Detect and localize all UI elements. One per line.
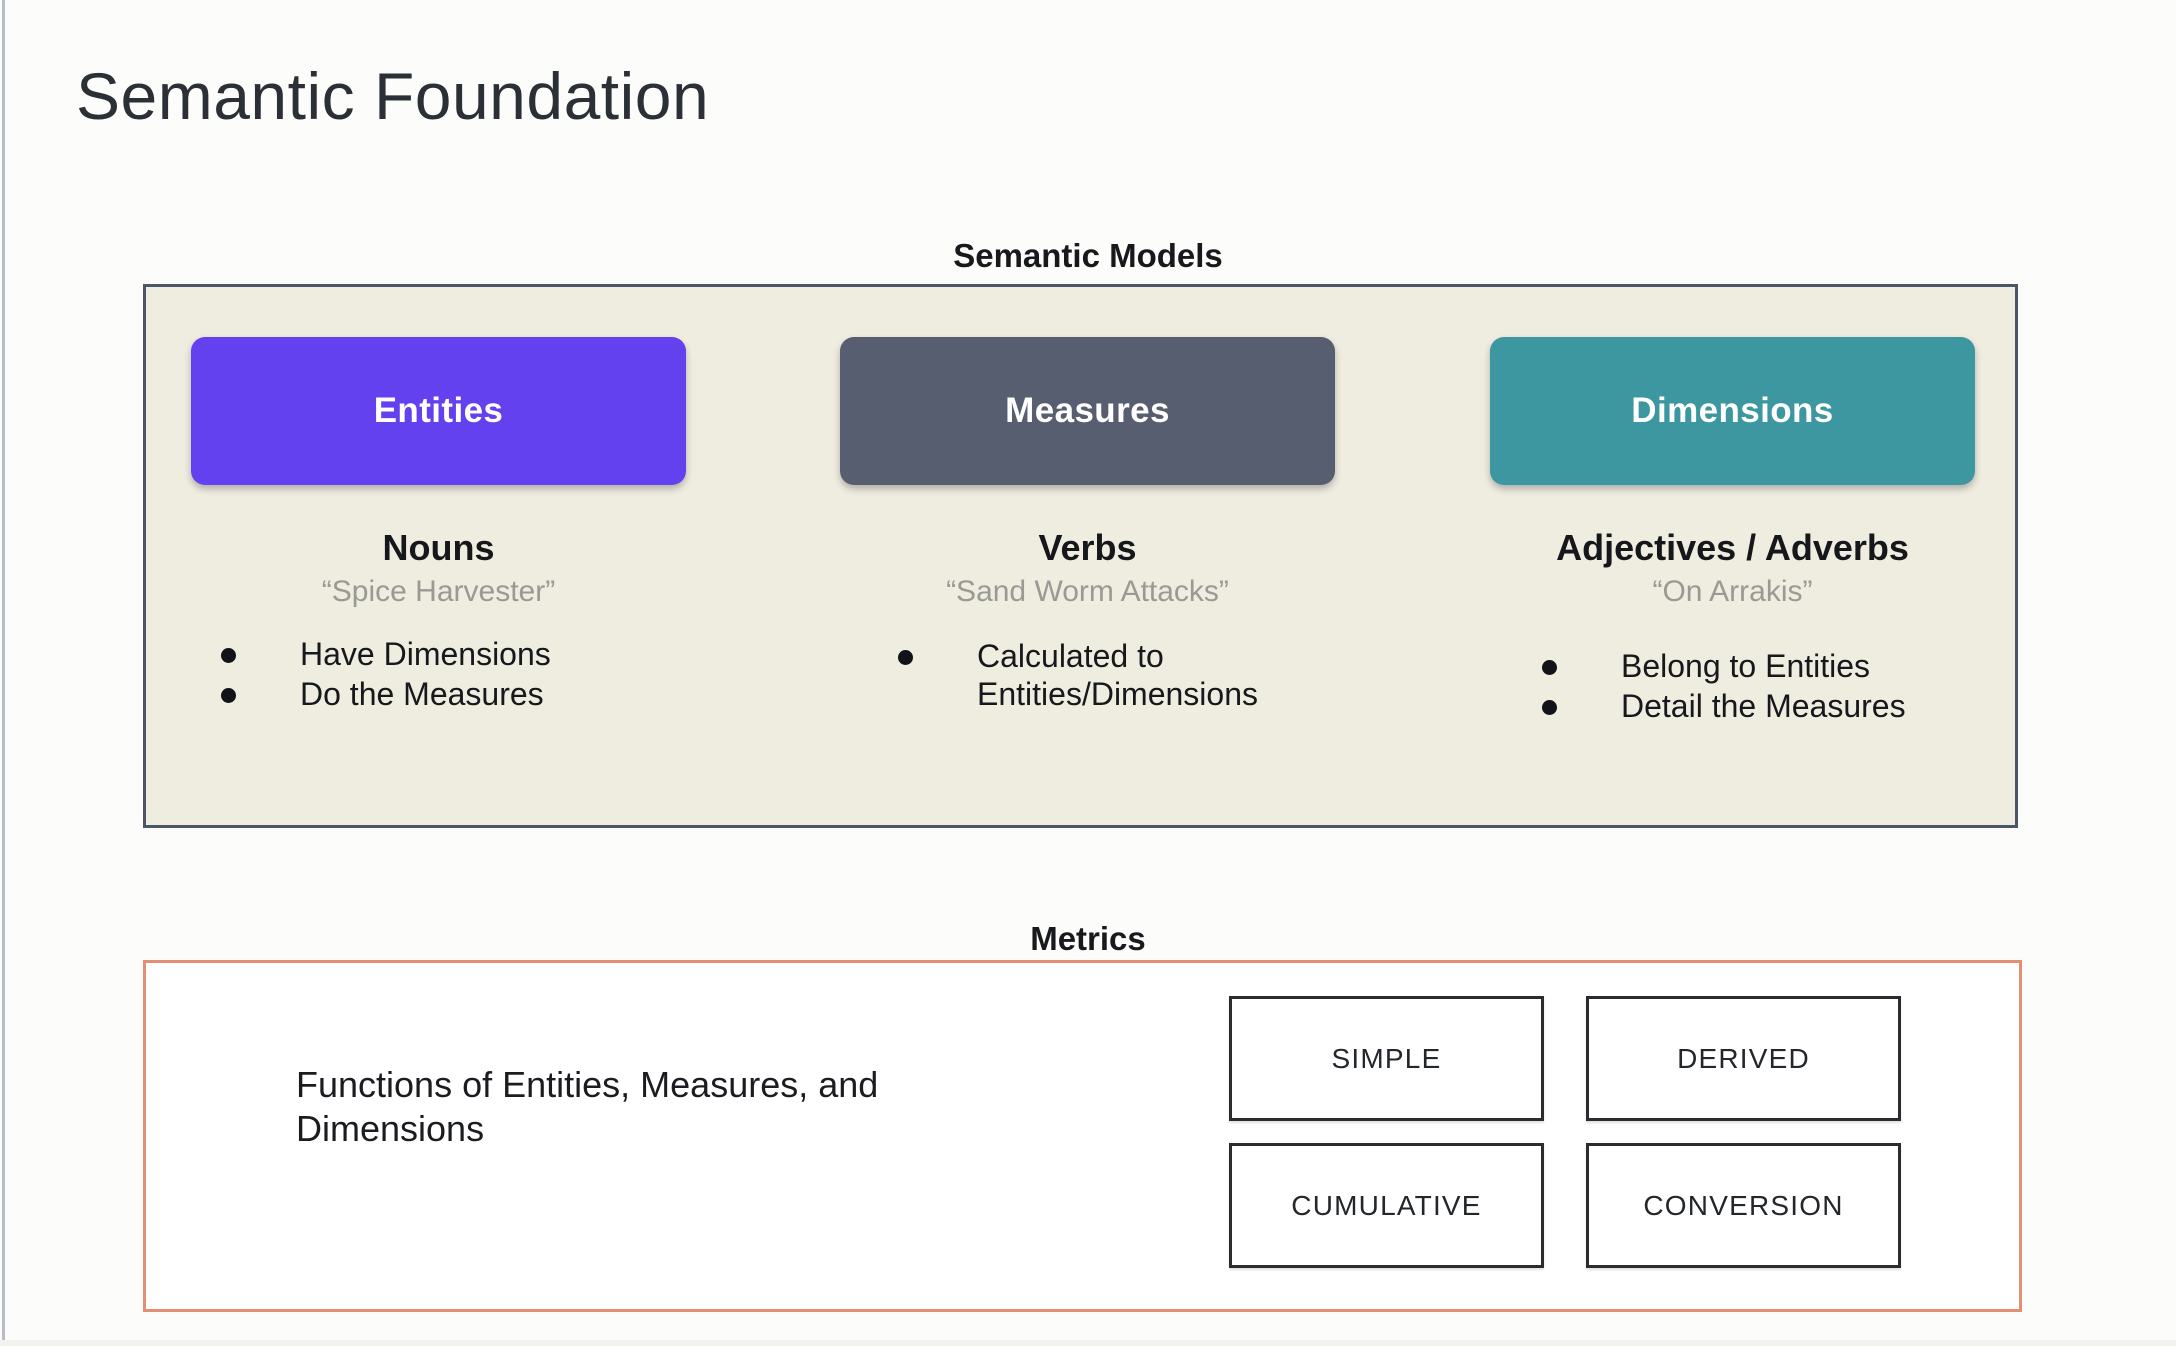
metric-type-conversion[interactable]: CONVERSION bbox=[1586, 1143, 1901, 1268]
metric-type-label: SIMPLE bbox=[1331, 1042, 1442, 1074]
page-title: Semantic Foundation bbox=[76, 59, 710, 133]
list-item-label: Detail the Measures bbox=[1621, 688, 1906, 725]
metric-type-label: CONVERSION bbox=[1643, 1189, 1844, 1221]
metric-type-label: DERIVED bbox=[1677, 1042, 1810, 1074]
metrics-description: Functions of Entities, Measures, and Dim… bbox=[296, 1064, 879, 1149]
metric-type-label: CUMULATIVE bbox=[1291, 1189, 1482, 1221]
metric-type-derived[interactable]: DERIVED bbox=[1586, 996, 1901, 1121]
model-column-measures: Measures Verbs “Sand Worm Attacks” Calcu… bbox=[840, 287, 1335, 825]
dimensions-chip-label: Dimensions bbox=[1631, 391, 1834, 430]
list-item: Have Dimensions bbox=[221, 635, 661, 673]
list-item-label: Have Dimensions bbox=[300, 636, 551, 672]
metrics-caption: Metrics bbox=[1030, 920, 1146, 957]
semantic-models-panel: Entities Nouns “Spice Harvester” Have Di… bbox=[143, 284, 2018, 828]
metrics-panel: Functions of Entities, Measures, and Dim… bbox=[143, 960, 2022, 1312]
list-item-label: Do the Measures bbox=[300, 676, 544, 713]
metrics-type-grid: SIMPLE DERIVED CUMULATIVE CONVERSION bbox=[1229, 996, 1929, 1268]
semantic-models-caption: Semantic Models bbox=[953, 237, 1223, 274]
measures-part-of-speech: Verbs bbox=[1038, 527, 1137, 568]
bullet-dot-icon bbox=[221, 648, 236, 663]
entities-part-of-speech: Nouns bbox=[382, 527, 495, 568]
entities-example: “Spice Harvester” bbox=[321, 575, 556, 608]
bullet-dot-icon bbox=[1542, 660, 1557, 675]
bullet-dot-icon bbox=[221, 688, 236, 704]
model-column-entities: Entities Nouns “Spice Harvester” Have Di… bbox=[191, 287, 686, 825]
model-column-dimensions: Dimensions Adjectives / Adverbs “On Arra… bbox=[1490, 287, 1975, 825]
measures-chip[interactable]: Measures bbox=[840, 337, 1335, 485]
measures-bullet-list: Calculated to Entities/Dimensions bbox=[898, 637, 1328, 716]
dimensions-bullet-list: Belong to Entities Detail the Measures bbox=[1542, 647, 1982, 728]
list-item: Do the Measures bbox=[221, 675, 661, 713]
bullet-dot-icon bbox=[898, 650, 913, 665]
left-edge-rule bbox=[2, 0, 5, 1346]
metric-type-cumulative[interactable]: CUMULATIVE bbox=[1229, 1143, 1544, 1268]
bullet-dot-icon bbox=[1542, 700, 1557, 716]
list-item-label: Belong to Entities bbox=[1621, 648, 1871, 684]
measures-chip-label: Measures bbox=[1005, 391, 1170, 430]
dimensions-example: “On Arrakis” bbox=[1652, 575, 1813, 608]
metric-type-simple[interactable]: SIMPLE bbox=[1229, 996, 1544, 1121]
list-item: Belong to Entities bbox=[1542, 647, 1982, 685]
entities-chip[interactable]: Entities bbox=[191, 337, 686, 485]
dimensions-chip[interactable]: Dimensions bbox=[1490, 337, 1975, 485]
list-item: Detail the Measures bbox=[1542, 687, 1982, 725]
entities-bullet-list: Have Dimensions Do the Measures bbox=[221, 635, 661, 716]
entities-chip-label: Entities bbox=[373, 391, 504, 430]
list-item: Calculated to Entities/Dimensions bbox=[898, 637, 1328, 714]
bottom-edge-strip bbox=[0, 1340, 2176, 1346]
dimensions-part-of-speech: Adjectives / Adverbs bbox=[1556, 527, 1909, 568]
list-item-label: Calculated to Entities/Dimensions bbox=[977, 638, 1258, 713]
measures-example: “Sand Worm Attacks” bbox=[946, 575, 1229, 608]
